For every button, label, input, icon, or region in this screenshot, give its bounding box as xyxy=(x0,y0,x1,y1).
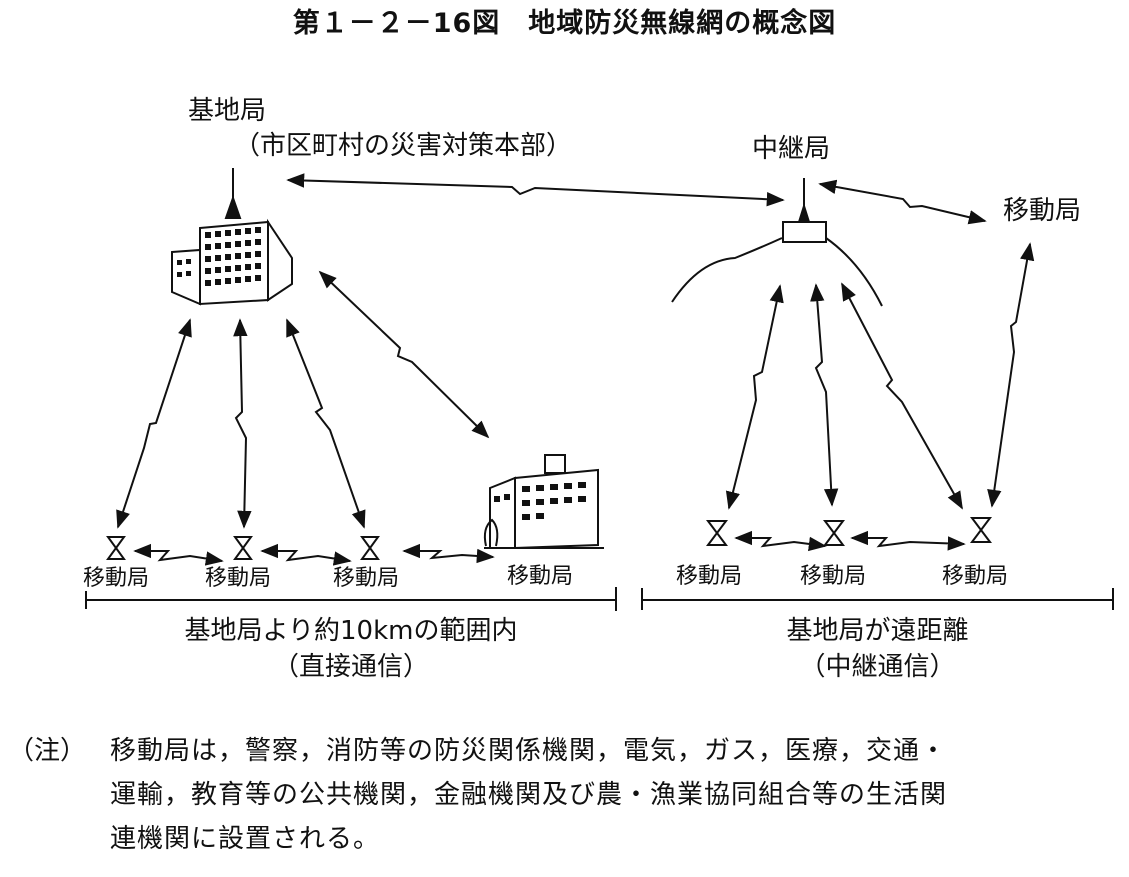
left-section-caption: 基地局より約10kmの範囲内 xyxy=(184,616,518,646)
mobile-station-label: 移動局 xyxy=(800,564,867,589)
base-station-label: 基地局 xyxy=(188,96,267,126)
note-line: 運輸，教育等の公共機関，金融機関及び農・漁業協同組合等の生活関 xyxy=(110,780,948,810)
mobile-station-label: 移動局 xyxy=(676,564,743,589)
mobile-station-label: 移動局 xyxy=(333,566,400,591)
radio-link-arrow-icon xyxy=(116,173,1035,566)
right-section-subcaption: （中継通信） xyxy=(799,652,956,682)
mobile-station-label: 移動局 xyxy=(1003,196,1082,226)
mobile-station-label: 移動局 xyxy=(83,566,150,591)
range-bracket-right xyxy=(641,588,1114,610)
mountain-icon xyxy=(671,178,883,307)
mobile-station-label: 移動局 xyxy=(942,564,1009,589)
base-station-building-icon xyxy=(171,168,293,306)
mobile-station-label: 移動局 xyxy=(507,564,574,589)
mobile-station-label: 移動局 xyxy=(205,566,272,591)
base-station-sublabel: （市区町村の災害対策本部） xyxy=(234,131,573,161)
note-line: 連機関に設置される。 xyxy=(110,824,381,854)
figure-title: 第１－２－16図 地域防災無線網の概念図 xyxy=(292,8,837,39)
mobile-station-icon xyxy=(106,517,992,560)
relay-station-label: 中継局 xyxy=(752,134,831,164)
left-section-subcaption: （直接通信） xyxy=(272,652,429,682)
note-label: （注） xyxy=(8,736,87,766)
range-bracket-left xyxy=(85,587,617,611)
right-section-caption: 基地局が遠距離 xyxy=(786,616,969,646)
note-line: 移動局は，警察，消防等の防災関係機関，電気，ガス，医療，交通・ xyxy=(110,736,948,766)
office-building-icon xyxy=(483,454,604,550)
